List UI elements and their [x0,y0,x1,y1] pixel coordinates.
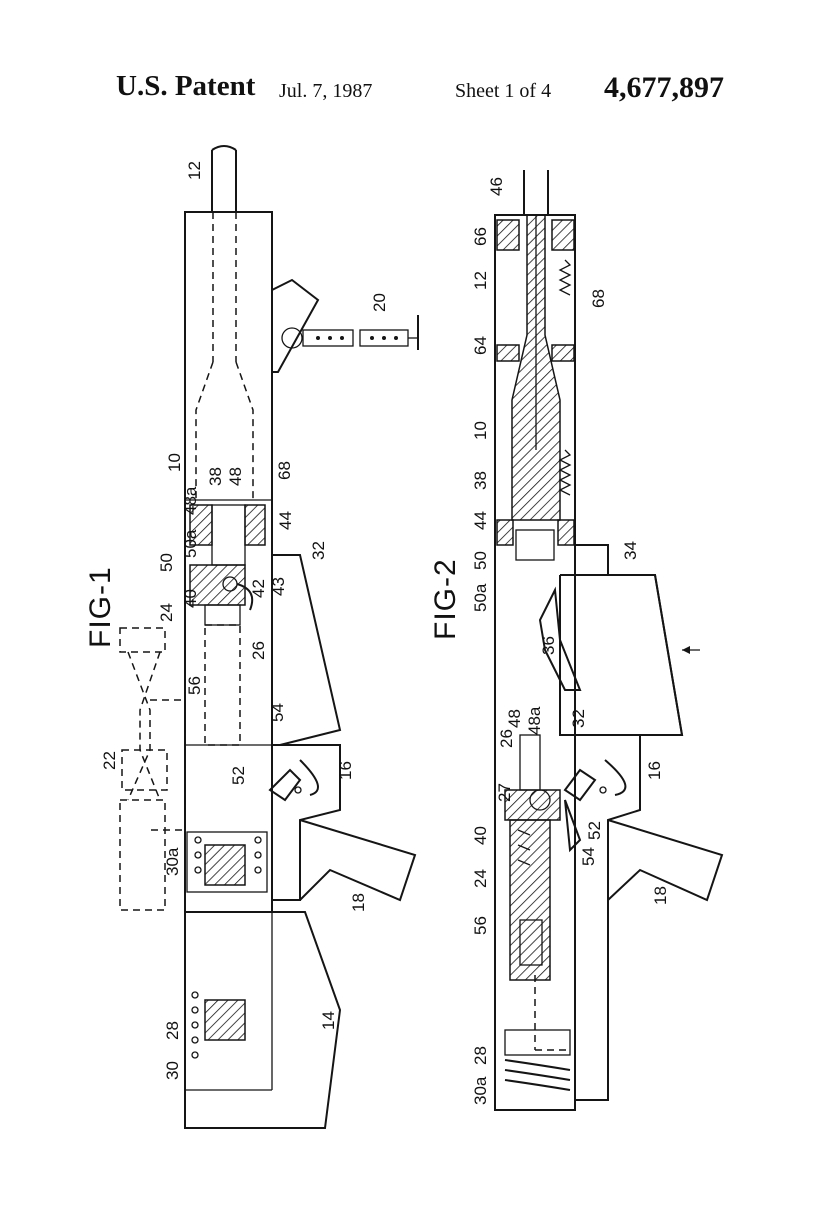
fig1-pistol-grip [299,819,417,902]
fig1-label-43: 43 [269,577,288,596]
fig1-label-32: 32 [309,541,328,560]
fig1-magazine-well [272,554,342,746]
fig1-barrel [211,145,237,212]
fig1-label-28: 28 [163,1021,182,1040]
fig1-stock [184,911,342,1129]
fig1-label-12: 12 [185,161,204,180]
fig2-label-44: 44 [471,511,490,530]
fig2-label-48: 48 [505,709,524,728]
fig1-label-30: 30 [163,1061,182,1080]
patent-number: 4,677,897 [604,71,724,104]
fig1-label-68: 68 [275,461,294,480]
fig1-title: FIG-1 [84,566,117,648]
fig2-label-64: 64 [471,336,490,355]
patent-office-label: U.S. Patent [116,70,256,102]
fig2-label-12: 12 [471,271,490,290]
fig1-front-sling-mount [271,278,320,373]
fig2-labels: 46 66 12 68 64 10 38 44 34 50 50a 36 48 … [471,177,670,1105]
fig2-trigger-group [563,734,641,1101]
fig1-label-42: 42 [249,579,268,598]
fig1-label-48a: 48a [181,486,200,515]
fig2-receiver [494,214,576,1111]
fig2-label-50a: 50a [471,583,490,612]
fig2-label-16: 16 [645,761,664,780]
fig1-buffer-spring [186,831,268,893]
fig2-label-56: 56 [471,916,490,935]
fig1-trigger-group [268,744,341,901]
fig1-receiver [184,211,273,913]
fig2-label-34: 34 [621,541,640,560]
fig2-label-27: 27 [495,783,514,802]
fig1-label-38: 38 [206,467,225,486]
fig1-label-50a: 50a [181,529,200,558]
fig2-label-36: 36 [539,636,558,655]
fig1-label-50: 50 [157,553,176,572]
fig2-label-52: 52 [585,821,604,840]
fig2-label-48a: 48a [525,706,544,735]
fig1-label-18: 18 [349,893,368,912]
fig2-label-54: 54 [579,847,598,866]
fig2-label-30a: 30a [471,1076,490,1105]
fig1-label-52: 52 [229,766,248,785]
fig1-label-24: 24 [157,603,176,622]
fig1-drawing [119,145,419,1129]
fig2-label-68: 68 [589,289,608,308]
fig2-pistol-grip [607,819,724,902]
fig1-label-20: 20 [370,293,389,312]
fig1-label-30a: 30a [163,847,182,876]
fig2-magazine [538,544,700,736]
fig2-label-18: 18 [651,886,670,905]
fig1-label-10: 10 [165,453,184,472]
fig1-bipod [281,315,419,350]
fig2-label-40: 40 [471,826,490,845]
fig1-labels: 12 20 10 38 48 68 48a 44 50a 50 24 40 32… [100,161,389,1080]
fig1-label-16: 16 [336,761,355,780]
fig1-scope [119,627,186,911]
fig2-label-50: 50 [471,551,490,570]
fig1-label-54: 54 [268,703,287,722]
issue-date: Jul. 7, 1987 [279,80,373,102]
fig1-label-44: 44 [276,511,295,530]
fig1-label-56: 56 [185,676,204,695]
fig2-label-24: 24 [471,869,490,888]
fig1-label-40: 40 [181,589,200,608]
fig2-label-26: 26 [497,729,516,748]
fig1-label-14: 14 [319,1011,338,1030]
fig2-label-66: 66 [471,227,490,246]
fig2-label-38: 38 [471,471,490,490]
sheet-number: Sheet 1 of 4 [455,80,552,102]
fig2-bolt [504,734,570,1051]
fig2-label-10: 10 [471,421,490,440]
fig2-label-32: 32 [569,709,588,728]
fig1-label-22: 22 [100,751,119,770]
fig2-label-46: 46 [487,177,506,196]
fig1-label-48: 48 [226,467,245,486]
fig2-title: FIG-2 [429,558,462,640]
fig2-drawing [494,170,724,1111]
fig2-label-28: 28 [471,1046,490,1065]
fig2-buffer-spring [504,1029,571,1091]
fig1-label-26: 26 [249,641,268,660]
